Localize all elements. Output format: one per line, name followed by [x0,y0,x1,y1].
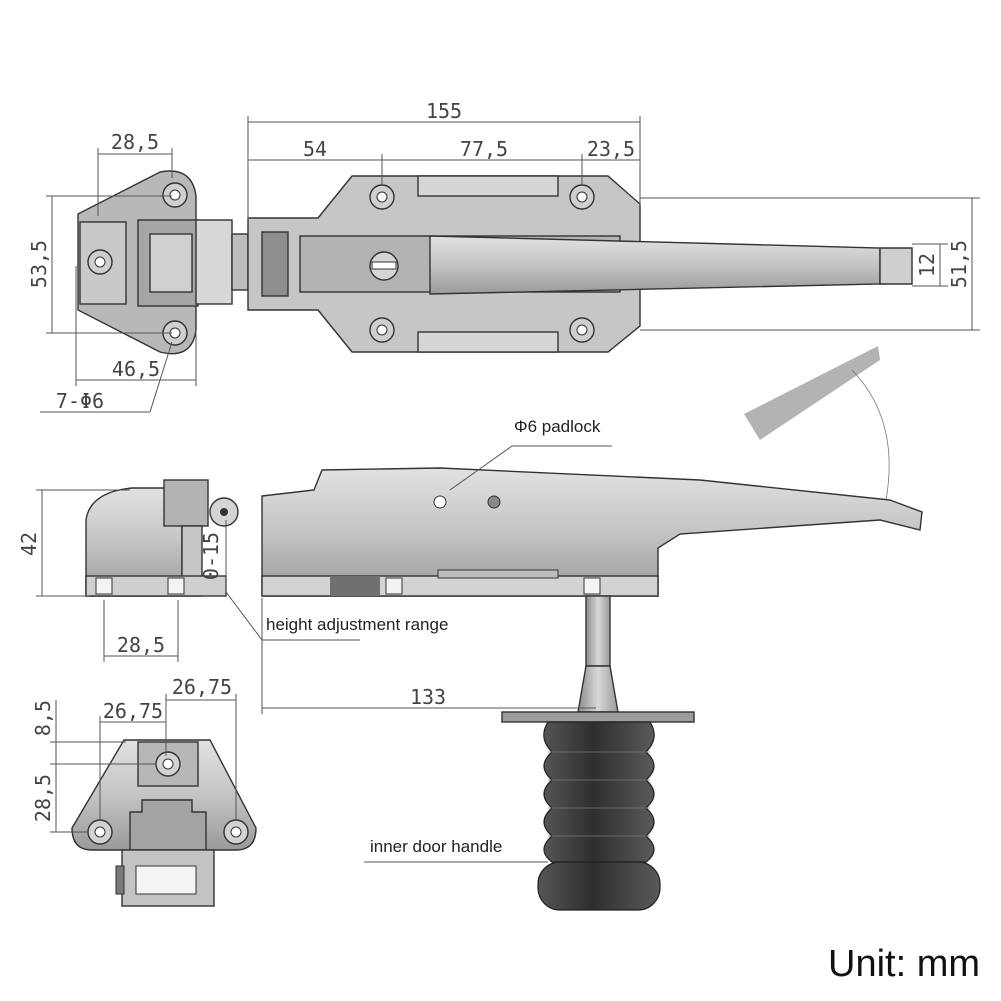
keeper-plate-top [77,170,249,355]
keeper-front [71,739,257,907]
dim-keeper-base: 46,5 [112,357,160,381]
side-view: Φ6 padlock 42 0-15 28,5 height adjustmen… [17,346,923,911]
dim-hole-spacing: 77,5 [460,137,508,161]
top-view: 28,5 155 54 77,5 23,5 53,5 46,5 7-Φ6 12 … [27,99,980,413]
dim-keeper-height-side: 42 [17,532,41,556]
latch-side [261,467,923,597]
dim-overall-length: 155 [426,99,462,123]
top-dimension-lines [40,116,980,413]
bottom-view: 26,75 26,75 8,5 28,5 [31,675,257,907]
dim-hole-count: 7-Φ6 [56,389,104,413]
bellows [543,721,655,863]
dim-top-margin: 8,5 [31,700,55,736]
dim-keeper-width: 28,5 [111,130,159,154]
keeper-screw-holes [87,182,188,346]
height-adjustment-label: height adjustment range [266,615,448,634]
dim-keeper-height: 53,5 [27,240,51,288]
dim-handle-offset: 133 [410,685,446,709]
dim-handle-tip: 12 [915,253,939,277]
padlock-label: Φ6 padlock [514,417,601,436]
dim-upper-offset: 26,75 [172,675,232,699]
keeper-side [85,479,239,597]
side-dimension-lines [36,445,612,863]
dim-body-offset: 54 [303,137,327,161]
swing-arc [851,369,890,501]
unit-label: Unit: mm [828,943,980,985]
dim-body-height: 51,5 [947,240,971,288]
dim-adjust-range: 0-15 [199,532,223,580]
bottom-dimension-lines [50,694,237,833]
raised-handle-ghost [744,346,880,440]
dim-end-offset: 23,5 [587,137,635,161]
dim-keeper-hole-spacing: 28,5 [117,633,165,657]
dim-vertical-spacing: 28,5 [31,774,55,822]
inner-handle-label: inner door handle [370,837,502,856]
inner-door-handle [501,595,695,911]
dim-lower-offset: 26,75 [103,699,163,723]
latch-body-top [247,175,913,353]
